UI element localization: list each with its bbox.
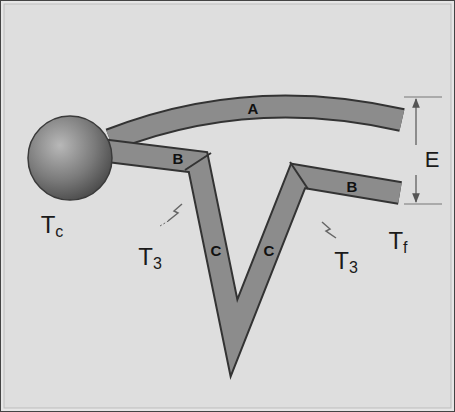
- dimension-arrow: [415, 99, 416, 145]
- temperature-label: T3: [138, 245, 162, 272]
- wire-label: A: [248, 101, 259, 116]
- wire-label: C: [264, 243, 275, 258]
- dimension-arrow: [415, 175, 416, 202]
- extension-line: [404, 97, 442, 98]
- extension-line: [404, 204, 442, 205]
- wire-bc: [100, 150, 400, 338]
- voltage-label: E: [425, 149, 440, 171]
- wire-label: B: [173, 151, 184, 166]
- junction-spark: [168, 204, 182, 221]
- junction-line: [290, 162, 308, 189]
- junction-spark: [160, 220, 170, 226]
- wire-bc-outline: [100, 150, 400, 338]
- temperature-label: T3: [334, 249, 358, 276]
- junction-spark: [322, 222, 336, 238]
- temperature-label: Tf: [388, 229, 407, 256]
- hot-junction-ball: [28, 116, 112, 200]
- wire-label: C: [211, 243, 222, 258]
- temperature-label: Tc: [41, 213, 64, 240]
- wire-label: B: [347, 179, 358, 194]
- panel: [4, 4, 451, 408]
- junction-line: [185, 153, 211, 170]
